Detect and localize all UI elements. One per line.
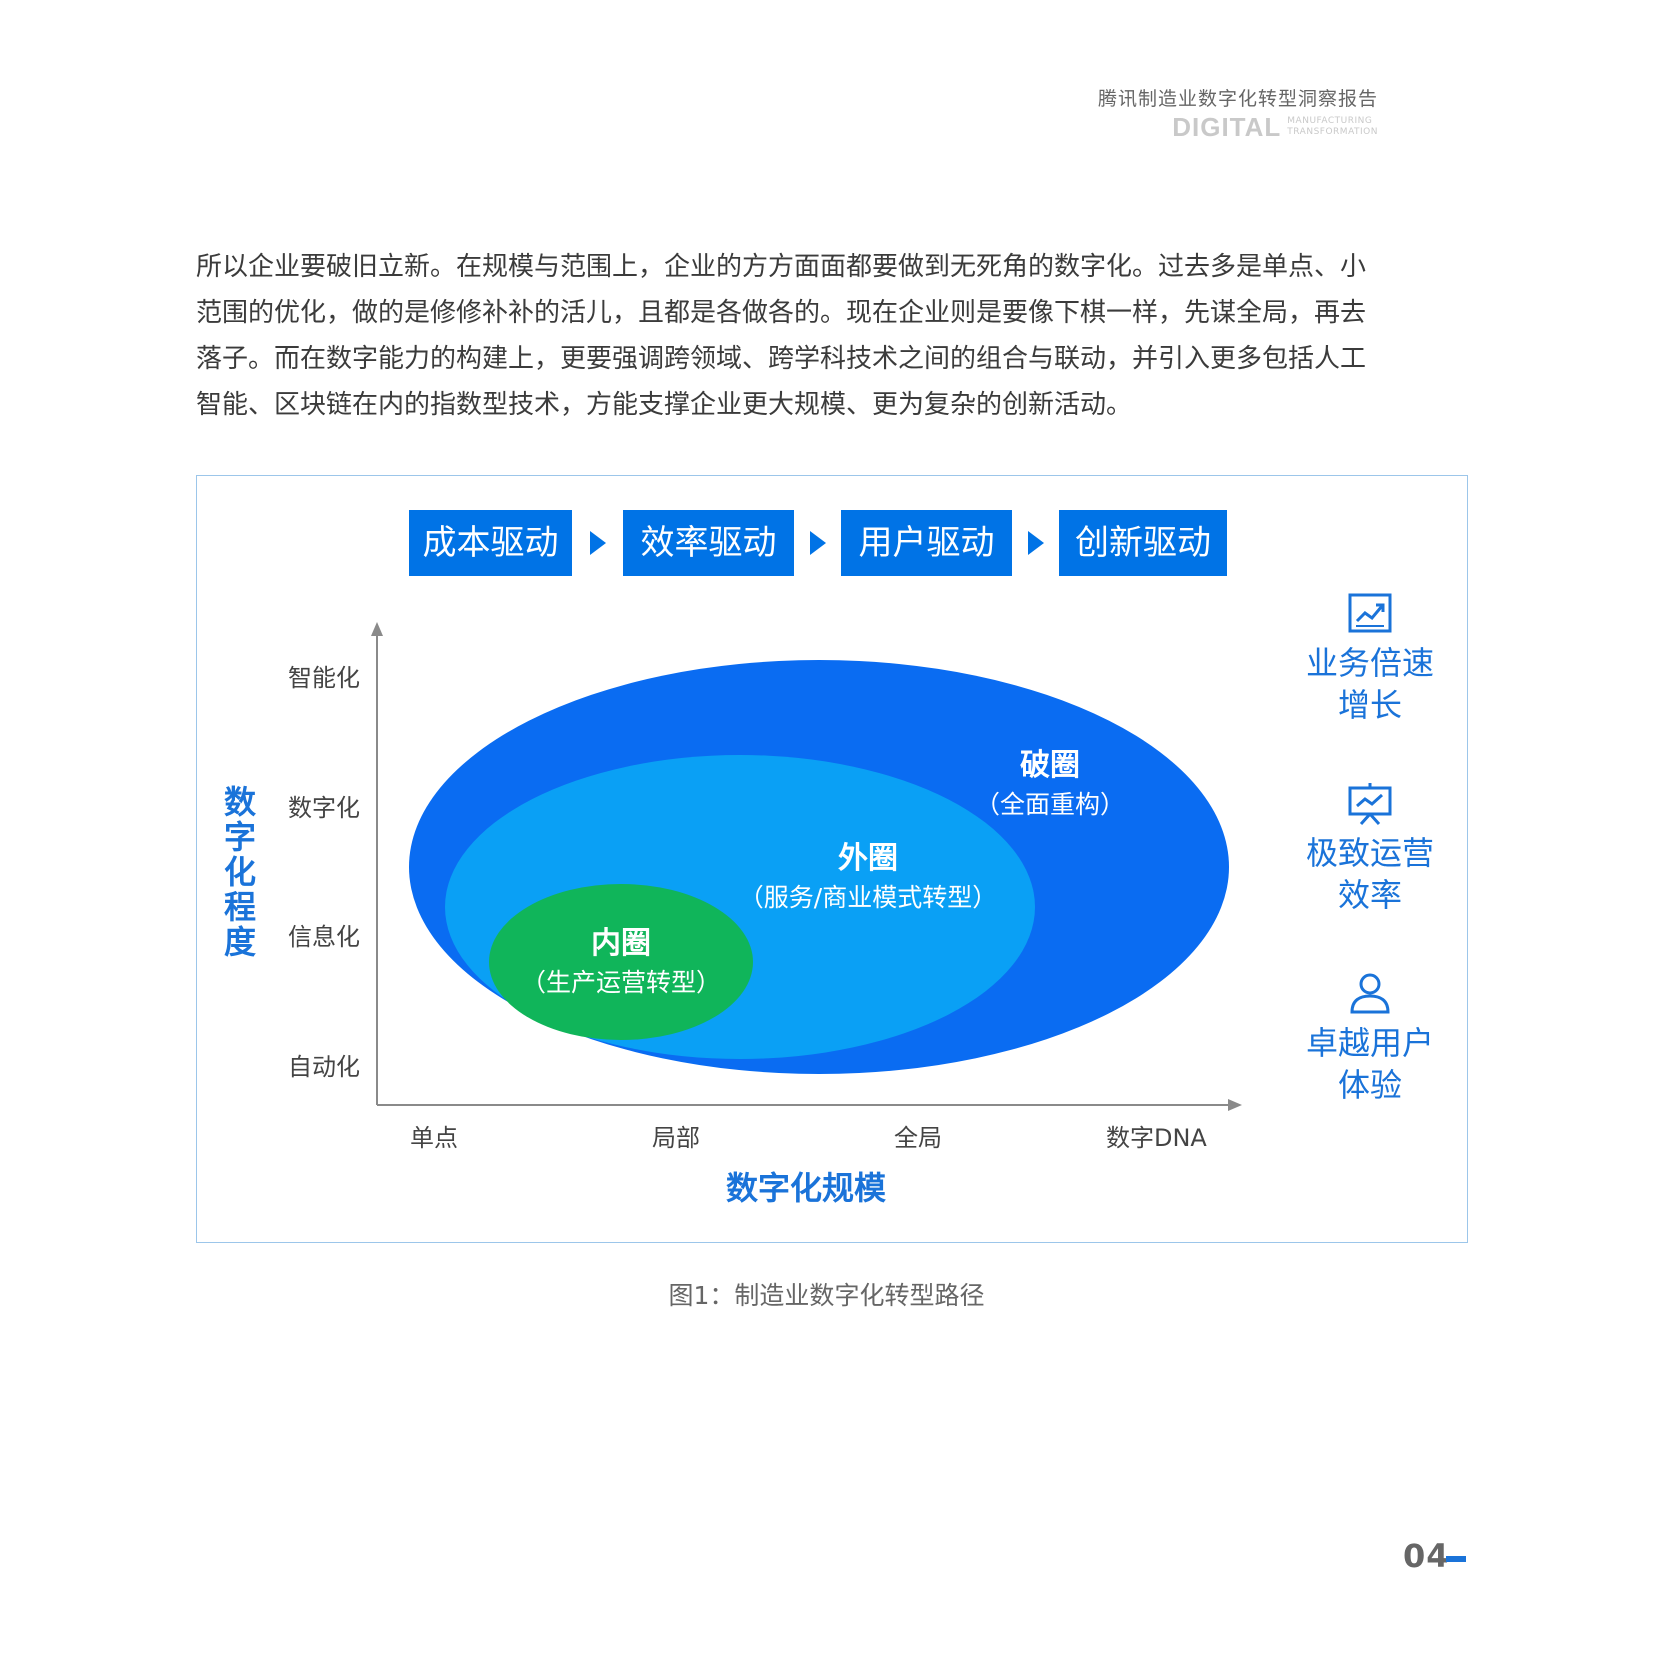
zone-middle-subtitle: （服务/商业模式转型） xyxy=(738,883,998,912)
presentation-icon xyxy=(1348,783,1392,826)
body-paragraph: 所以企业要破旧立新。在规模与范围上，企业的方方面面都要做到无死角的数字化。过去多… xyxy=(196,244,1470,428)
benefit-line: 卓越用户 xyxy=(1305,1024,1434,1062)
x-axis-label: 数字化规模 xyxy=(726,1169,887,1207)
x-tick-label: 全局 xyxy=(894,1124,942,1152)
benefit-line: 体验 xyxy=(1337,1066,1402,1104)
zone-middle-title: 外圈 xyxy=(838,841,898,876)
x-tick-label: 局部 xyxy=(652,1124,700,1152)
y-tick-label: 自动化 xyxy=(288,1053,360,1081)
page-number-bar xyxy=(1446,1556,1466,1562)
y-axis-arrow xyxy=(371,622,383,636)
user-icon xyxy=(1350,973,1390,1014)
driver-cost: 成本驱动 xyxy=(409,510,572,576)
x-tick-label: 单点 xyxy=(410,1124,458,1152)
brand-sub-2: TRANSFORMATION xyxy=(1287,127,1378,137)
y-tick-label: 智能化 xyxy=(288,664,360,692)
benefit-line: 效率 xyxy=(1337,876,1402,914)
y-axis-label: 数字化程度 xyxy=(223,783,256,961)
zone-outer-subtitle: （全面重构） xyxy=(974,790,1125,819)
zone-inner-title: 内圈 xyxy=(591,926,651,961)
arrow-right-icon xyxy=(590,531,606,555)
chart-growth-icon xyxy=(1348,593,1392,633)
benefit-experience: 卓越用户 体验 xyxy=(1285,972,1455,1106)
benefit-line: 业务倍速 xyxy=(1305,644,1434,682)
driver-user: 用户驱动 xyxy=(841,510,1012,576)
figure-caption: 图1：制造业数字化转型路径 xyxy=(668,1281,985,1310)
brand-subtitle: MANUFACTURING TRANSFORMATION xyxy=(1287,116,1378,138)
driver-innovation: 创新驱动 xyxy=(1059,510,1227,576)
x-tick-label: 数字DNA xyxy=(1106,1124,1207,1152)
benefit-line: 极致运营 xyxy=(1305,834,1434,872)
paragraph-line: 智能、区块链在内的指数型技术，方能支撑企业更大规模、更为复杂的创新活动。 xyxy=(196,390,1133,420)
driver-efficiency: 效率驱动 xyxy=(623,510,794,576)
brand-logo: DIGITAL MANUFACTURING TRANSFORMATION xyxy=(1172,114,1378,140)
benefit-growth: 业务倍速 增长 xyxy=(1285,592,1455,726)
brand-sub-1: MANUFACTURING xyxy=(1287,116,1373,126)
report-title: 腾讯制造业数字化转型洞察报告 xyxy=(1097,88,1378,110)
y-tick-label: 数字化 xyxy=(288,794,360,822)
paragraph-line: 落子。而在数字能力的构建上，更要强调跨领域、跨学科技术之间的组合与联动，并引入更… xyxy=(196,344,1367,374)
zone-outer-title: 破圈 xyxy=(1020,748,1080,783)
figure-frame xyxy=(196,475,1468,1243)
y-tick-label: 信息化 xyxy=(288,923,360,951)
x-axis-arrow xyxy=(1228,1099,1242,1111)
brand-digital: DIGITAL xyxy=(1172,112,1282,142)
page-number: 04 xyxy=(1403,1537,1450,1575)
benefit-efficiency: 极致运营 效率 xyxy=(1285,782,1455,916)
benefit-line: 增长 xyxy=(1337,686,1402,724)
paragraph-line: 所以企业要破旧立新。在规模与范围上，企业的方方面面都要做到无死角的数字化。过去多… xyxy=(196,252,1367,282)
inner-ellipse xyxy=(489,884,753,1040)
arrow-right-icon xyxy=(1028,531,1044,555)
paragraph-line: 范围的优化，做的是修修补补的活儿，且都是各做各的。现在企业则是要像下棋一样，先谋… xyxy=(196,298,1367,328)
arrow-right-icon xyxy=(810,531,826,555)
zone-inner-subtitle: （生产运营转型） xyxy=(520,968,721,997)
